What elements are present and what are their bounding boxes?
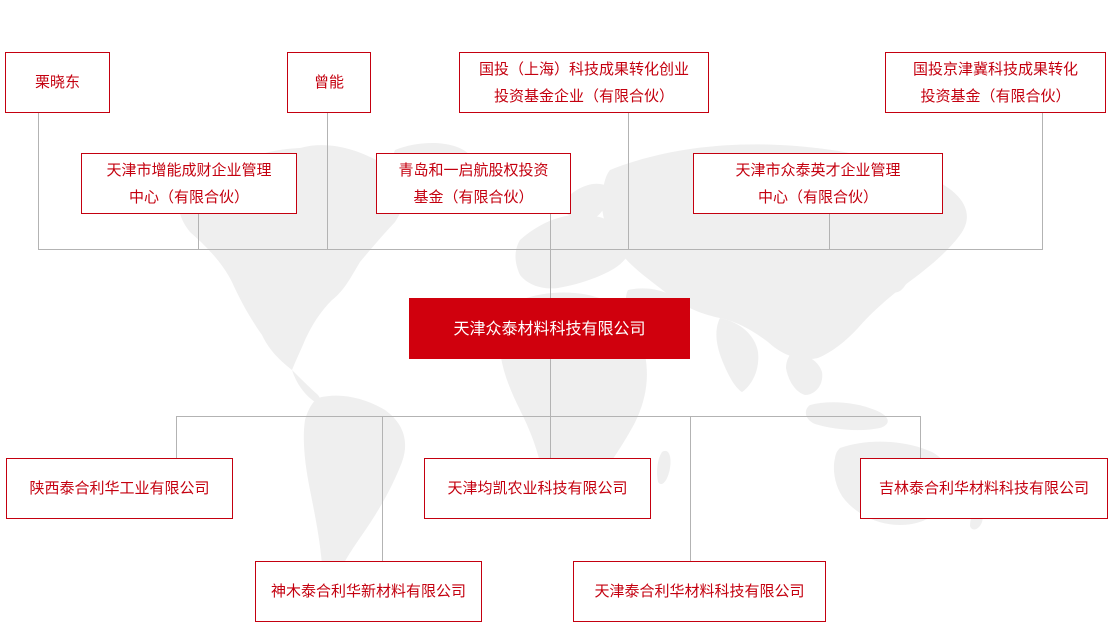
node-guotou-jingjinji: 国投京津冀科技成果转化 投资基金（有限合伙） <box>885 52 1106 113</box>
node-tianjin-junkai: 天津均凯农业科技有限公司 <box>424 458 651 519</box>
node-label: 陕西泰合利华工业有限公司 <box>29 479 210 497</box>
node-label-line-1: 青岛和一启航股权投资 <box>398 160 549 179</box>
node-jilin: 吉林泰合利华材料科技有限公司 <box>860 458 1108 519</box>
node-label: 天津泰合利华材料科技有限公司 <box>594 582 805 600</box>
node-qingdao-heyi: 青岛和一启航股权投资 基金（有限合伙） <box>376 153 571 214</box>
node-label-line-2: 中心（有限合伙） <box>128 187 249 206</box>
node-label-line-2: 基金（有限合伙） <box>413 187 534 206</box>
node-label-line-1: 国投（上海）科技成果转化创业 <box>478 59 689 78</box>
node-guotou-shanghai: 国投（上海）科技成果转化创业 投资基金企业（有限合伙） <box>459 52 709 113</box>
node-tianjin-zhongtai-yingcai: 天津市众泰英才企业管理 中心（有限合伙） <box>693 153 943 214</box>
center-company-label: 天津众泰材料科技有限公司 <box>453 319 646 338</box>
node-shenmu: 神木泰合利华新材料有限公司 <box>255 561 482 622</box>
node-label-line-1: 天津市众泰英才企业管理 <box>735 160 901 179</box>
node-label: 栗晓东 <box>34 73 80 91</box>
node-label: 天津均凯农业科技有限公司 <box>447 479 628 497</box>
node-label-line-1: 天津市增能成财企业管理 <box>106 160 272 179</box>
node-lixiaodong: 栗晓东 <box>5 52 110 113</box>
node-label-line-2: 投资基金企业（有限合伙） <box>493 86 674 105</box>
node-label-line-2: 投资基金（有限合伙） <box>920 86 1071 105</box>
node-label: 吉林泰合利华材料科技有限公司 <box>878 479 1089 497</box>
node-shaanxi: 陕西泰合利华工业有限公司 <box>6 458 233 519</box>
node-label-line-1: 国投京津冀科技成果转化 <box>912 59 1078 78</box>
node-label: 曾能 <box>313 73 344 91</box>
node-label: 神木泰合利华新材料有限公司 <box>270 582 466 600</box>
node-tianjin-taihe: 天津泰合利华材料科技有限公司 <box>573 561 826 622</box>
node-zengneng: 曾能 <box>287 52 371 113</box>
node-label-line-2: 中心（有限合伙） <box>757 187 878 206</box>
node-center-company: 天津众泰材料科技有限公司 <box>409 298 690 359</box>
node-tianjin-zengneng: 天津市增能成财企业管理 中心（有限合伙） <box>81 153 297 214</box>
